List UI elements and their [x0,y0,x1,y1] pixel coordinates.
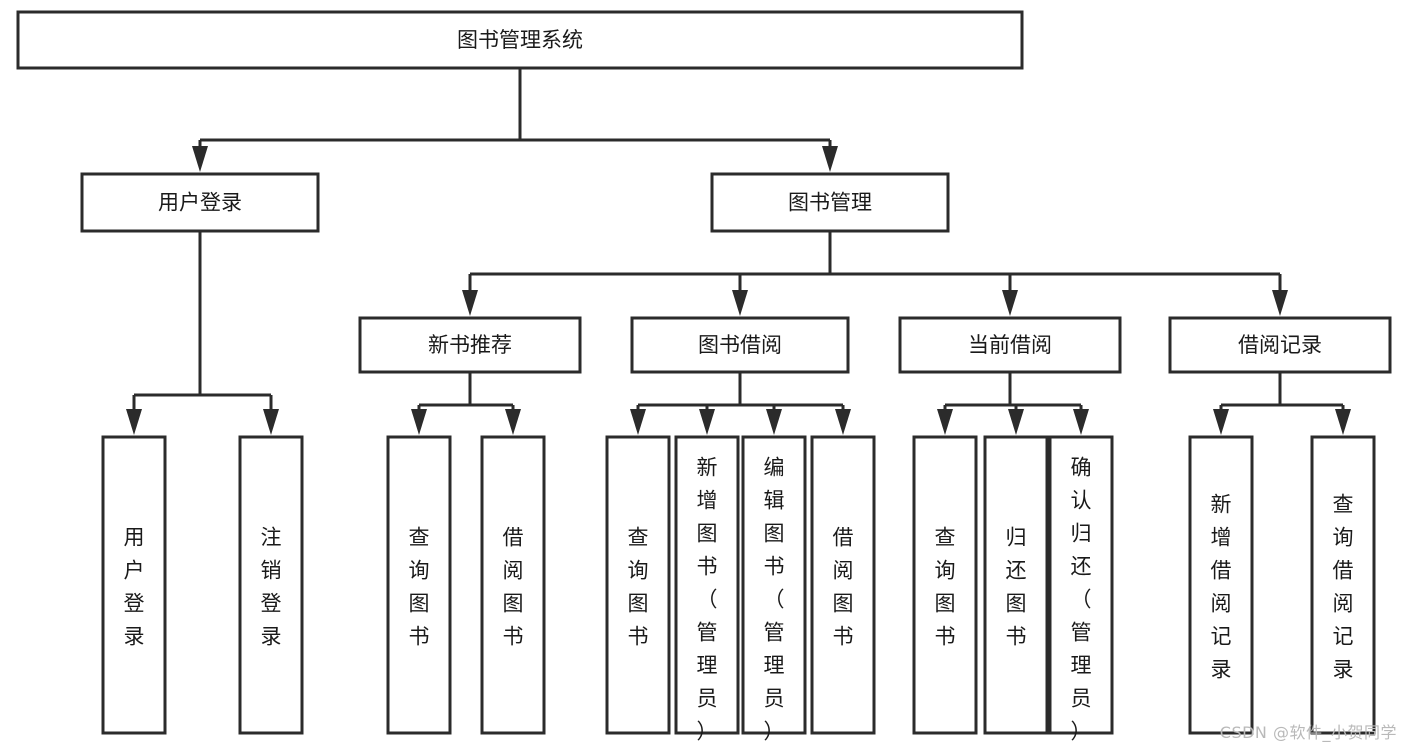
connector-group-root [192,68,838,172]
node-box-book-borrow[interactable] [630,316,850,374]
node-label-leaf-query-book-1: 查询图书 [409,526,430,649]
node-label-root: 图书管理系统 [457,28,583,52]
node-box-leaf-user-login[interactable] [101,435,167,735]
node-leaf-confirm-return[interactable]: 确认归还（管理员） [1048,435,1114,744]
node-box-user-login[interactable] [80,172,320,233]
node-label-leaf-borrow-book-2: 借阅图书 [833,526,854,649]
node-box-leaf-query-book-1[interactable] [386,435,452,735]
node-box-leaf-confirm-return[interactable] [1048,435,1114,735]
node-box-leaf-edit-book[interactable] [741,435,807,735]
node-book-borrow[interactable]: 图书借阅 [630,316,850,374]
connector-group-book-manage [462,231,1288,316]
node-leaf-add-book[interactable]: 新增图书（管理员） [674,435,740,744]
node-label-book-manage: 图书管理 [788,191,872,215]
node-box-book-manage[interactable] [710,172,950,233]
node-box-leaf-user-logout[interactable] [238,435,304,735]
node-label-book-borrow: 图书借阅 [698,333,782,357]
csdn-watermark: CSDN @软件_小贺同学 [1219,723,1397,742]
node-leaf-user-logout[interactable]: 注销登录 [238,435,304,735]
node-label-borrow-record: 借阅记录 [1238,333,1322,357]
node-label-leaf-query-record: 查询借阅记录 [1333,493,1354,682]
node-box-root[interactable] [16,10,1024,70]
connector-group-borrow-record [1213,372,1351,435]
node-box-leaf-add-record[interactable] [1188,435,1254,735]
node-label-current-borrow: 当前借阅 [968,333,1052,357]
node-leaf-query-book-3[interactable]: 查询图书 [912,435,978,735]
connector-group-current-borrow [937,372,1089,435]
node-label-user-login: 用户登录 [158,191,242,215]
node-leaf-user-login[interactable]: 用户登录 [101,435,167,735]
node-box-new-book-rec[interactable] [358,316,582,374]
node-box-leaf-borrow-book-1[interactable] [480,435,546,735]
node-leaf-add-record[interactable]: 新增借阅记录 [1188,435,1254,735]
connector-group-book-borrow [630,372,851,435]
node-box-leaf-query-record[interactable] [1310,435,1376,735]
node-current-borrow[interactable]: 当前借阅 [898,316,1122,374]
node-label-leaf-query-book-3: 查询图书 [935,526,956,649]
node-box-current-borrow[interactable] [898,316,1122,374]
node-leaf-query-book-1[interactable]: 查询图书 [386,435,452,735]
node-leaf-return-book[interactable]: 归还图书 [983,435,1049,735]
node-leaf-query-record[interactable]: 查询借阅记录 [1310,435,1376,735]
node-box-leaf-add-book[interactable] [674,435,740,735]
node-leaf-query-book-2[interactable]: 查询图书 [605,435,671,735]
node-box-leaf-borrow-book-2[interactable] [810,435,876,735]
node-label-leaf-edit-book: 编辑图书（管理员） [764,456,785,744]
node-leaf-edit-book[interactable]: 编辑图书（管理员） [741,435,807,744]
node-label-leaf-confirm-return: 确认归还（管理员） [1071,456,1092,744]
node-box-borrow-record[interactable] [1168,316,1392,374]
node-label-new-book-rec: 新书推荐 [428,333,512,357]
node-label-leaf-add-book: 新增图书（管理员） [697,456,718,744]
node-root[interactable]: 图书管理系统 [16,10,1024,70]
node-box-leaf-return-book[interactable] [983,435,1049,735]
connector-group-new-book-rec [411,372,521,435]
node-box-leaf-query-book-2[interactable] [605,435,671,735]
node-leaf-borrow-book-1[interactable]: 借阅图书 [480,435,546,735]
node-box-leaf-query-book-3[interactable] [912,435,978,735]
node-leaf-borrow-book-2[interactable]: 借阅图书 [810,435,876,735]
node-label-leaf-borrow-book-1: 借阅图书 [503,526,524,649]
node-label-leaf-add-record: 新增借阅记录 [1211,493,1232,682]
node-book-manage[interactable]: 图书管理 [710,172,950,233]
node-label-leaf-user-login: 用户登录 [124,526,145,649]
connector-layer [126,68,1351,435]
node-layer: 图书管理系统用户登录图书管理新书推荐图书借阅当前借阅借阅记录用户登录注销登录查询… [16,10,1392,744]
connector-group-user-login [126,231,279,435]
node-label-leaf-user-logout: 注销登录 [261,526,282,649]
node-label-leaf-return-book: 归还图书 [1006,526,1027,649]
node-label-leaf-query-book-2: 查询图书 [628,526,649,649]
node-borrow-record[interactable]: 借阅记录 [1168,316,1392,374]
node-user-login[interactable]: 用户登录 [80,172,320,233]
node-new-book-rec[interactable]: 新书推荐 [358,316,582,374]
